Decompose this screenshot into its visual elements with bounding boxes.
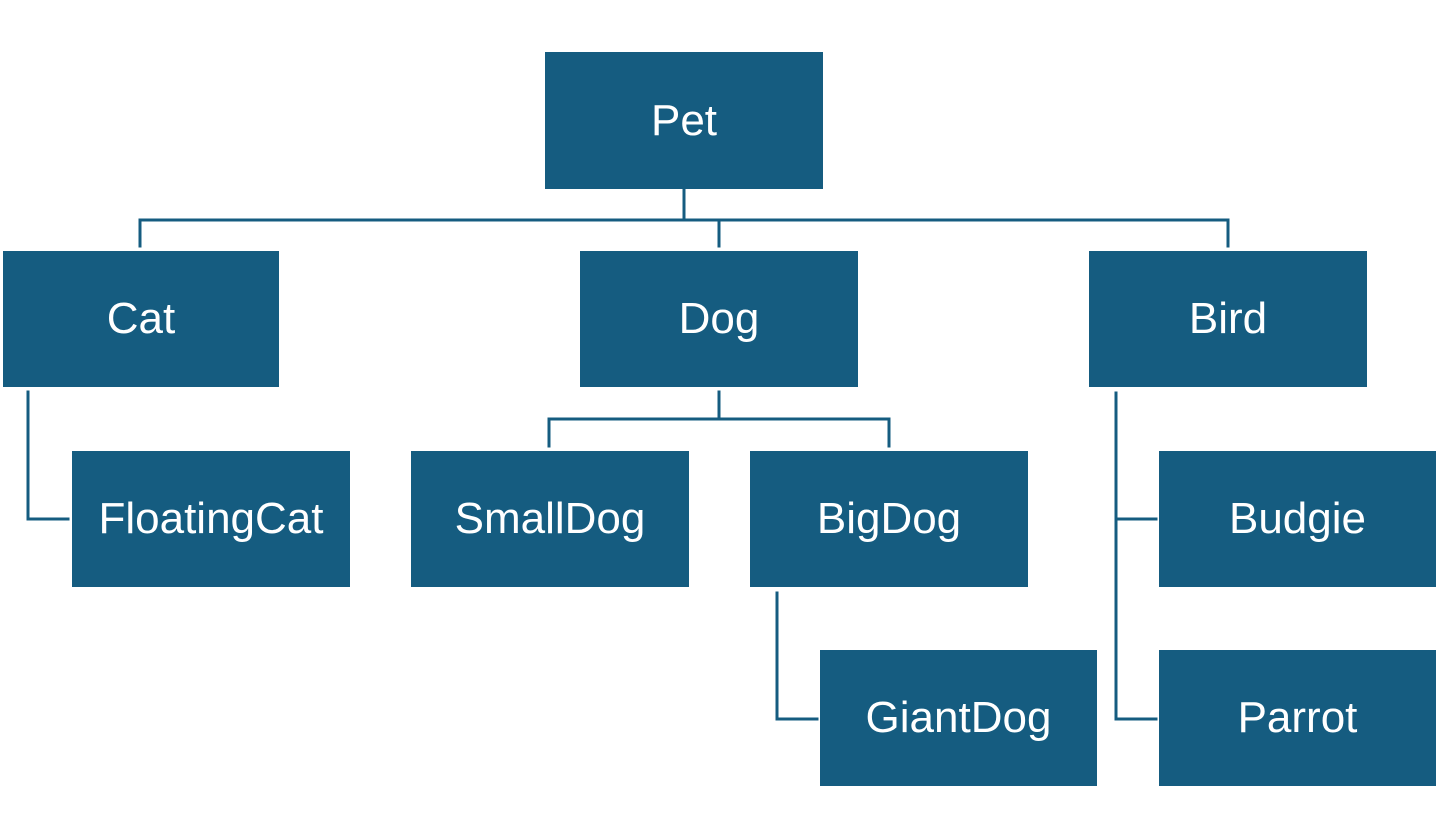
node-giantdog: GiantDog: [820, 650, 1097, 786]
node-bird: Bird: [1089, 251, 1367, 387]
connector-dog-to-children: [547, 390, 891, 448]
node-bigdog: BigDog: [750, 451, 1028, 587]
node-floatingcat: FloatingCat: [72, 451, 350, 587]
connector-bird-to-children: [1114, 391, 1158, 721]
connector-cat-to-floatingcat: [26, 390, 70, 521]
node-smalldog: SmallDog: [411, 451, 689, 587]
node-budgie: Budgie: [1159, 451, 1436, 587]
node-cat: Cat: [3, 251, 279, 387]
node-pet: Pet: [545, 52, 823, 189]
connector-bigdog-to-giantdog: [775, 591, 819, 721]
connector-pet-to-level1: [138, 188, 1230, 248]
node-parrot: Parrot: [1159, 650, 1436, 786]
node-dog: Dog: [580, 251, 858, 387]
